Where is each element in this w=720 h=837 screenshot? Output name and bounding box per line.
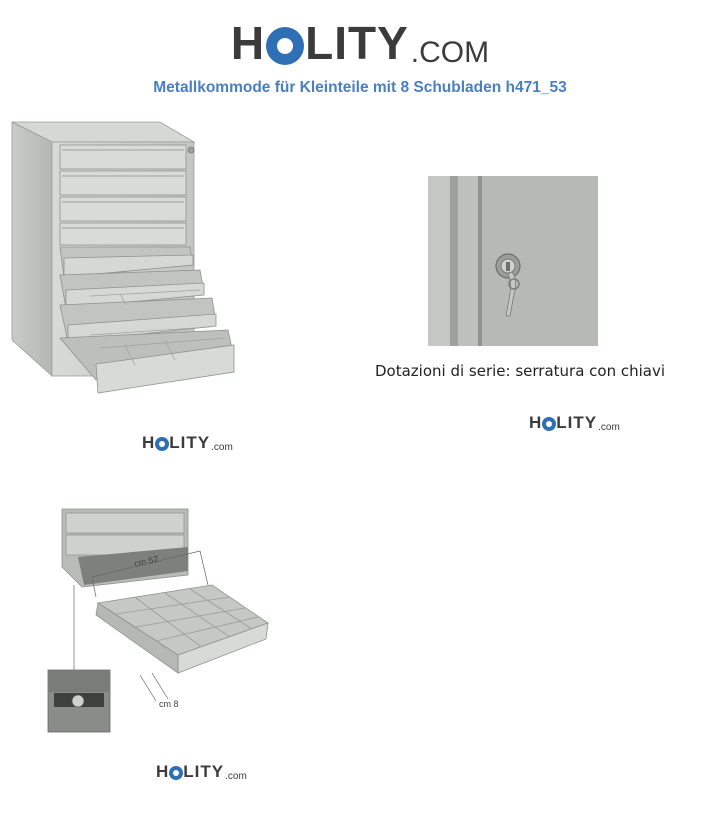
logo-word-lity: LITY — [556, 413, 598, 432]
logo-word-lity: LITY — [183, 762, 225, 781]
drawer-dimension-image: cm 52 cm 8 — [47, 508, 269, 733]
height-dimension-label: cm 8 — [159, 699, 179, 709]
holity-logo-small[interactable]: H LITY .com — [529, 413, 620, 433]
logo-circle-icon — [155, 437, 170, 451]
holity-logo[interactable]: H LITY .COM — [0, 14, 720, 70]
lock-caption: Dotazioni di serie: serratura con chiavi — [374, 362, 666, 380]
logo-domain: .com — [598, 422, 620, 433]
logo-domain: .COM — [410, 36, 490, 69]
logo-letter-h: H — [529, 413, 543, 432]
logo-letter-h: H — [156, 762, 170, 781]
logo-letter-h: H — [142, 433, 156, 452]
logo-domain: .com — [225, 771, 247, 782]
holity-logo-small[interactable]: H LITY .com — [142, 433, 233, 453]
logo-letter-h: H — [230, 17, 266, 69]
logo-domain: .com — [211, 442, 233, 453]
logo-circle-icon — [542, 417, 557, 431]
logo-circle-icon — [169, 766, 184, 780]
logo-circle-icon — [266, 27, 305, 65]
logo-word-lity: LITY — [305, 17, 409, 69]
product-title: Metallkommode für Kleinteile mit 8 Schub… — [153, 79, 567, 96]
holity-logo-small[interactable]: H LITY .com — [156, 762, 247, 782]
logo-word-lity: LITY — [169, 433, 211, 452]
lock-detail-image — [428, 176, 598, 346]
